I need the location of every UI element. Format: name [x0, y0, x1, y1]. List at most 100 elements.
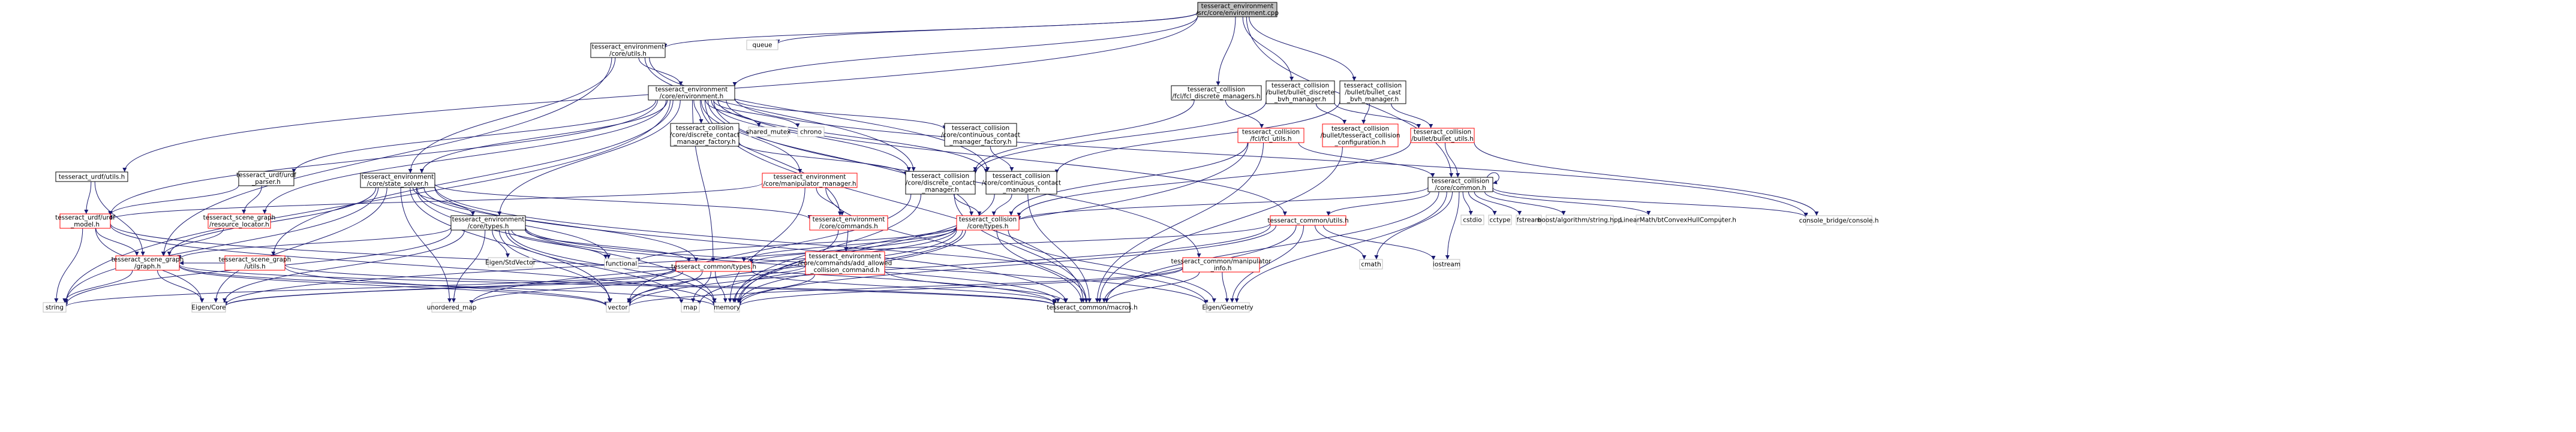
node-bullet-disc[interactable]: tesseract_collision/bullet/bullet_discre… [1266, 80, 1335, 104]
edge-urdf_model-to-sg_graph [95, 228, 139, 256]
edge-common_utils-to-eigen_geometry [1230, 225, 1304, 303]
edge-core_env_h-to-common_utils [726, 99, 1287, 216]
node-add-allowed[interactable]: tesseract_environment/core/commands/add_… [798, 251, 892, 275]
edge-bullet_cast-to-cont_mgr [1054, 101, 1340, 174]
node-cmath: cmath [1359, 259, 1383, 270]
node-sg-utils[interactable]: tesseract_scene_graph/utils.h [219, 255, 291, 271]
edge-core_env_h-to-sg_utils [271, 99, 674, 256]
node-label-line: _bvh_manager.h [1274, 96, 1326, 103]
node-disc-mgr[interactable]: tesseract_collision/core/discrete_contac… [905, 171, 976, 195]
edge-urdf_utils-to-urdf_model [84, 181, 92, 215]
node-label-line: chrono [800, 128, 822, 135]
edge-sg_resource-to-sg_graph [161, 228, 224, 256]
node-env-types[interactable]: tesseract_environment/core/types.h [450, 215, 526, 231]
node-manip-info[interactable]: tesseract_common/manipulator_info.h [1171, 257, 1272, 273]
node-label-line: tesseract_environment [809, 253, 882, 260]
edge-coll_types-to-common_macros [996, 229, 1089, 303]
node-common-macros[interactable]: tesseract_common/macros.h [1047, 302, 1138, 313]
node-label-line: _bvh_manager.h [1346, 96, 1399, 103]
edge-manip_info-to-common_macros [1104, 271, 1200, 303]
edge-core_env_h-to-cont_mgr [717, 99, 988, 173]
node-label-line: tesseract_common/types.h [671, 263, 756, 270]
node-common-utils[interactable]: tesseract_common/utils.h [1267, 215, 1349, 226]
edge-sg_utils-to-vector [284, 266, 609, 306]
edge-fcl_utils-to-core_common [1298, 142, 1435, 178]
node-bullet-cast[interactable]: tesseract_collision/bullet/bullet_cast_b… [1339, 80, 1406, 104]
node-label-line: tesseract_collision [1188, 86, 1245, 93]
edge-env_cpp-to-bullet_disc [1242, 16, 1294, 81]
node-label-line: tesseract_environment [452, 216, 525, 223]
node-label-line: tesseract_collision [912, 173, 969, 180]
edge-core_common-to-core_common [1486, 172, 1499, 185]
node-label-line: tesseract_environment [1201, 3, 1274, 10]
edge-core_env_h-to-string [64, 99, 671, 304]
node-bullet-utils[interactable]: tesseract_collision/bullet/bullet_utils.… [1410, 128, 1475, 143]
node-functional: functional [604, 258, 639, 269]
node-label-line: map [683, 304, 698, 311]
edge-core_common-to-common_macros [1104, 191, 1439, 303]
node-urdf-parser[interactable]: tesseract_urdf/urdf_parser.h [236, 171, 296, 186]
node-fcl-utils[interactable]: tesseract_collision/fcl/fcl_utils.h [1237, 128, 1304, 143]
edge-urdf_parser-to-sg_resource [242, 185, 262, 215]
node-urdf-utils[interactable]: tesseract_urdf/utils.h [55, 171, 128, 182]
edge-urdf_parser-to-urdf_model [108, 185, 239, 216]
edge-core_env_h-to-env_types [497, 99, 681, 216]
edge-common_types-to-memory [715, 271, 728, 303]
edge-manip_info-to-vector [627, 267, 1183, 307]
edge-sg_graph-to-memory [179, 265, 717, 307]
node-coll-types[interactable]: tesseract_collision/core/types.h [956, 215, 1020, 231]
node-core-env-h[interactable]: tesseract_environment/core/environment.h [648, 85, 735, 101]
node-env-cpp[interactable]: tesseract_environment/src/core/environme… [1196, 2, 1279, 17]
edge-core_common-to-coll_types [1017, 186, 1429, 221]
node-fstream: fstream [1516, 215, 1542, 225]
edge-state_solver-to-env_commands [434, 183, 812, 220]
edge-manip_mgr-to-env_commands [816, 187, 844, 216]
node-common-types[interactable]: tesseract_common/types.h [671, 261, 756, 272]
edge-env_types-to-sg_graph [177, 227, 452, 259]
node-cont-mgr[interactable]: tesseract_collision/core/continuous_cont… [982, 171, 1061, 195]
node-bullet-tess-cfg[interactable]: tesseract_collision/bullet/tesseract_col… [1320, 123, 1400, 147]
node-cont-factory[interactable]: tesseract_collision/core/continuous_cont… [941, 123, 1020, 147]
node-label-line: cmath [1361, 261, 1381, 268]
edge-core_common-to-fstream [1474, 191, 1522, 216]
node-core-utils[interactable]: tesseract_environment/core/utils.h [590, 43, 666, 58]
edge-bullet_disc-to-disc_mgr [973, 101, 1267, 174]
edge-fcl_utils-to-coll_types [1009, 142, 1248, 216]
edge-core_common-to-console_bridge [1492, 187, 1808, 218]
edge-env_cpp-to-queue [775, 12, 1198, 44]
node-disc-factory[interactable]: tesseract_collision/core/discrete_contac… [670, 123, 740, 147]
node-eigen-geometry: Eigen/Geometry [1202, 302, 1254, 313]
edge-common_types-to-unordered_map [469, 271, 684, 305]
node-sg-graph[interactable]: tesseract_scene_graph/graph.h [112, 255, 184, 271]
node-label-line: vector [608, 304, 628, 311]
edge-fcl_disc-to-fcl_utils [1225, 99, 1264, 129]
node-urdf-model[interactable]: tesseract_urdf/urdf_model.h [55, 213, 115, 229]
node-state-solver[interactable]: tesseract_environment/core/state_solver.… [360, 173, 435, 188]
node-fcl-disc[interactable]: tesseract_collision/fcl/fcl_discrete_man… [1171, 85, 1262, 101]
node-label-line: queue [753, 41, 773, 49]
edge-core_env_h-to-env_commands [699, 99, 842, 216]
edge-state_solver-to-memory [416, 187, 717, 303]
node-env-commands[interactable]: tesseract_environment/core/commands.h [809, 215, 888, 231]
node-console-bridge: console_bridge/console.h [1799, 215, 1878, 226]
node-label-line: tesseract_collision [952, 125, 1009, 132]
node-core-common[interactable]: tesseract_collision/core/common.h [1427, 177, 1493, 192]
edge-core_utils-to-core_env_h [638, 57, 683, 86]
edge-common_utils-to-memory [737, 225, 1277, 306]
node-label-line: _manager.h [921, 186, 958, 194]
node-label-line: /core/state_solver.h [367, 180, 429, 188]
node-sg-resource[interactable]: tesseract_scene_graph/resource_locator.h [203, 213, 276, 229]
node-manip-mgr[interactable]: tesseract_environment/core/manipulator_m… [762, 173, 858, 188]
edge-env_commands-to-memory [732, 229, 839, 303]
edge-core_env_h-to-chrono [713, 99, 800, 128]
node-label-line: /core/commands/add_allowed [798, 259, 892, 267]
node-label-line: /core/discrete_contact [906, 179, 975, 186]
edge-cont_mgr-to-memory [736, 194, 995, 303]
edge-core_utils-to-state_solver [408, 57, 616, 174]
edge-disc_mgr-to-coll_types [953, 194, 982, 216]
node-eigen-core: Eigen/Core [191, 302, 226, 313]
node-label-line: /fcl/fcl_discrete_managers.h [1173, 93, 1261, 100]
edge-core_env_h-to-coll_types [707, 99, 974, 216]
edge-core_env_h-to-sg_resource [262, 99, 667, 215]
